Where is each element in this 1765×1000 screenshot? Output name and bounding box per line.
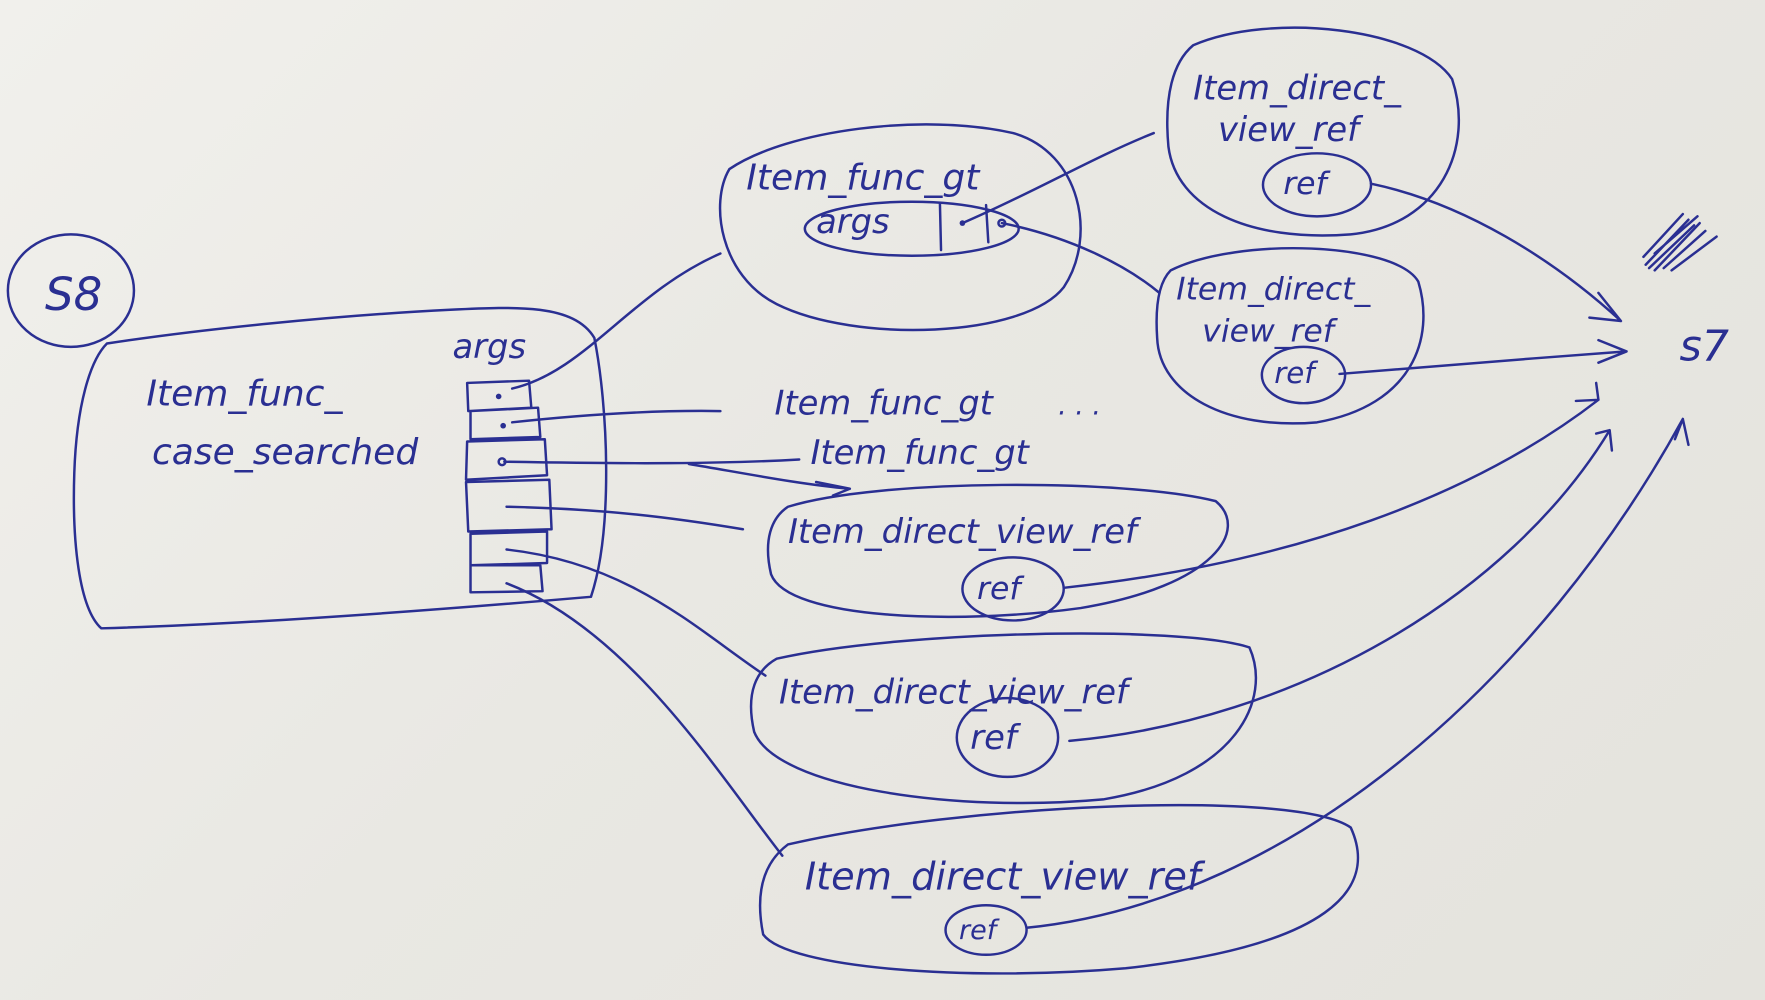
gt-text-2: Item_func_gt [810,433,1030,472]
ref-node-2: Item_direct_view_ref ref [749,632,1258,805]
s7-label: s7 [1679,321,1729,371]
gt-args-label: args [816,202,890,241]
s7-node: s7 [1642,212,1729,371]
ref-node-3-title: Item_direct_view_ref [805,854,1206,899]
main-args-label: args [453,327,527,366]
gt-text-1: Item_func_gt [774,383,994,422]
scribble-mark [1642,212,1718,272]
arrows-to-s7 [1025,182,1690,929]
second-ref-line2: view_ref [1202,313,1339,349]
s8-node: S8 [6,233,136,349]
gt-text-ellipsis: . . . [1058,390,1101,421]
ref-node-2-ref: ref [970,718,1022,757]
ref-node-3: Item_direct_view_ref ref [758,803,1360,975]
ref-node-1: Item_direct_view_ref ref [766,483,1230,622]
main-node-line2: case_searched [152,432,419,473]
gt-node-title: Item_func_gt [746,157,981,198]
item-func-gt-node: Item_func_gt args [718,123,1082,332]
item-func-case-searched-node: Item_func_ case_searched args [72,306,608,630]
ref-node-1-title: Item_direct_view_ref [788,512,1142,551]
top-item-direct-view-ref-node: Item_direct_ view_ref ref [1166,26,1461,237]
top-ref-line2: view_ref [1218,110,1364,149]
main-node-line1: Item_func_ [146,373,343,414]
ref-node-2-title: Item_direct_view_ref [779,673,1133,712]
connector-lines [503,131,1161,857]
second-ref-label: ref [1274,356,1318,390]
second-ref-line1: Item_direct_ [1176,272,1371,308]
ref-node-1-ref: ref [977,571,1025,607]
s8-label: S8 [45,268,102,321]
top-ref-label: ref [1283,166,1331,202]
top-ref-line1: Item_direct_ [1193,68,1402,107]
args-array [464,379,553,594]
ref-node-3-ref: ref [959,915,1000,946]
second-item-direct-view-ref-node: Item_direct_ view_ref ref [1155,247,1425,425]
